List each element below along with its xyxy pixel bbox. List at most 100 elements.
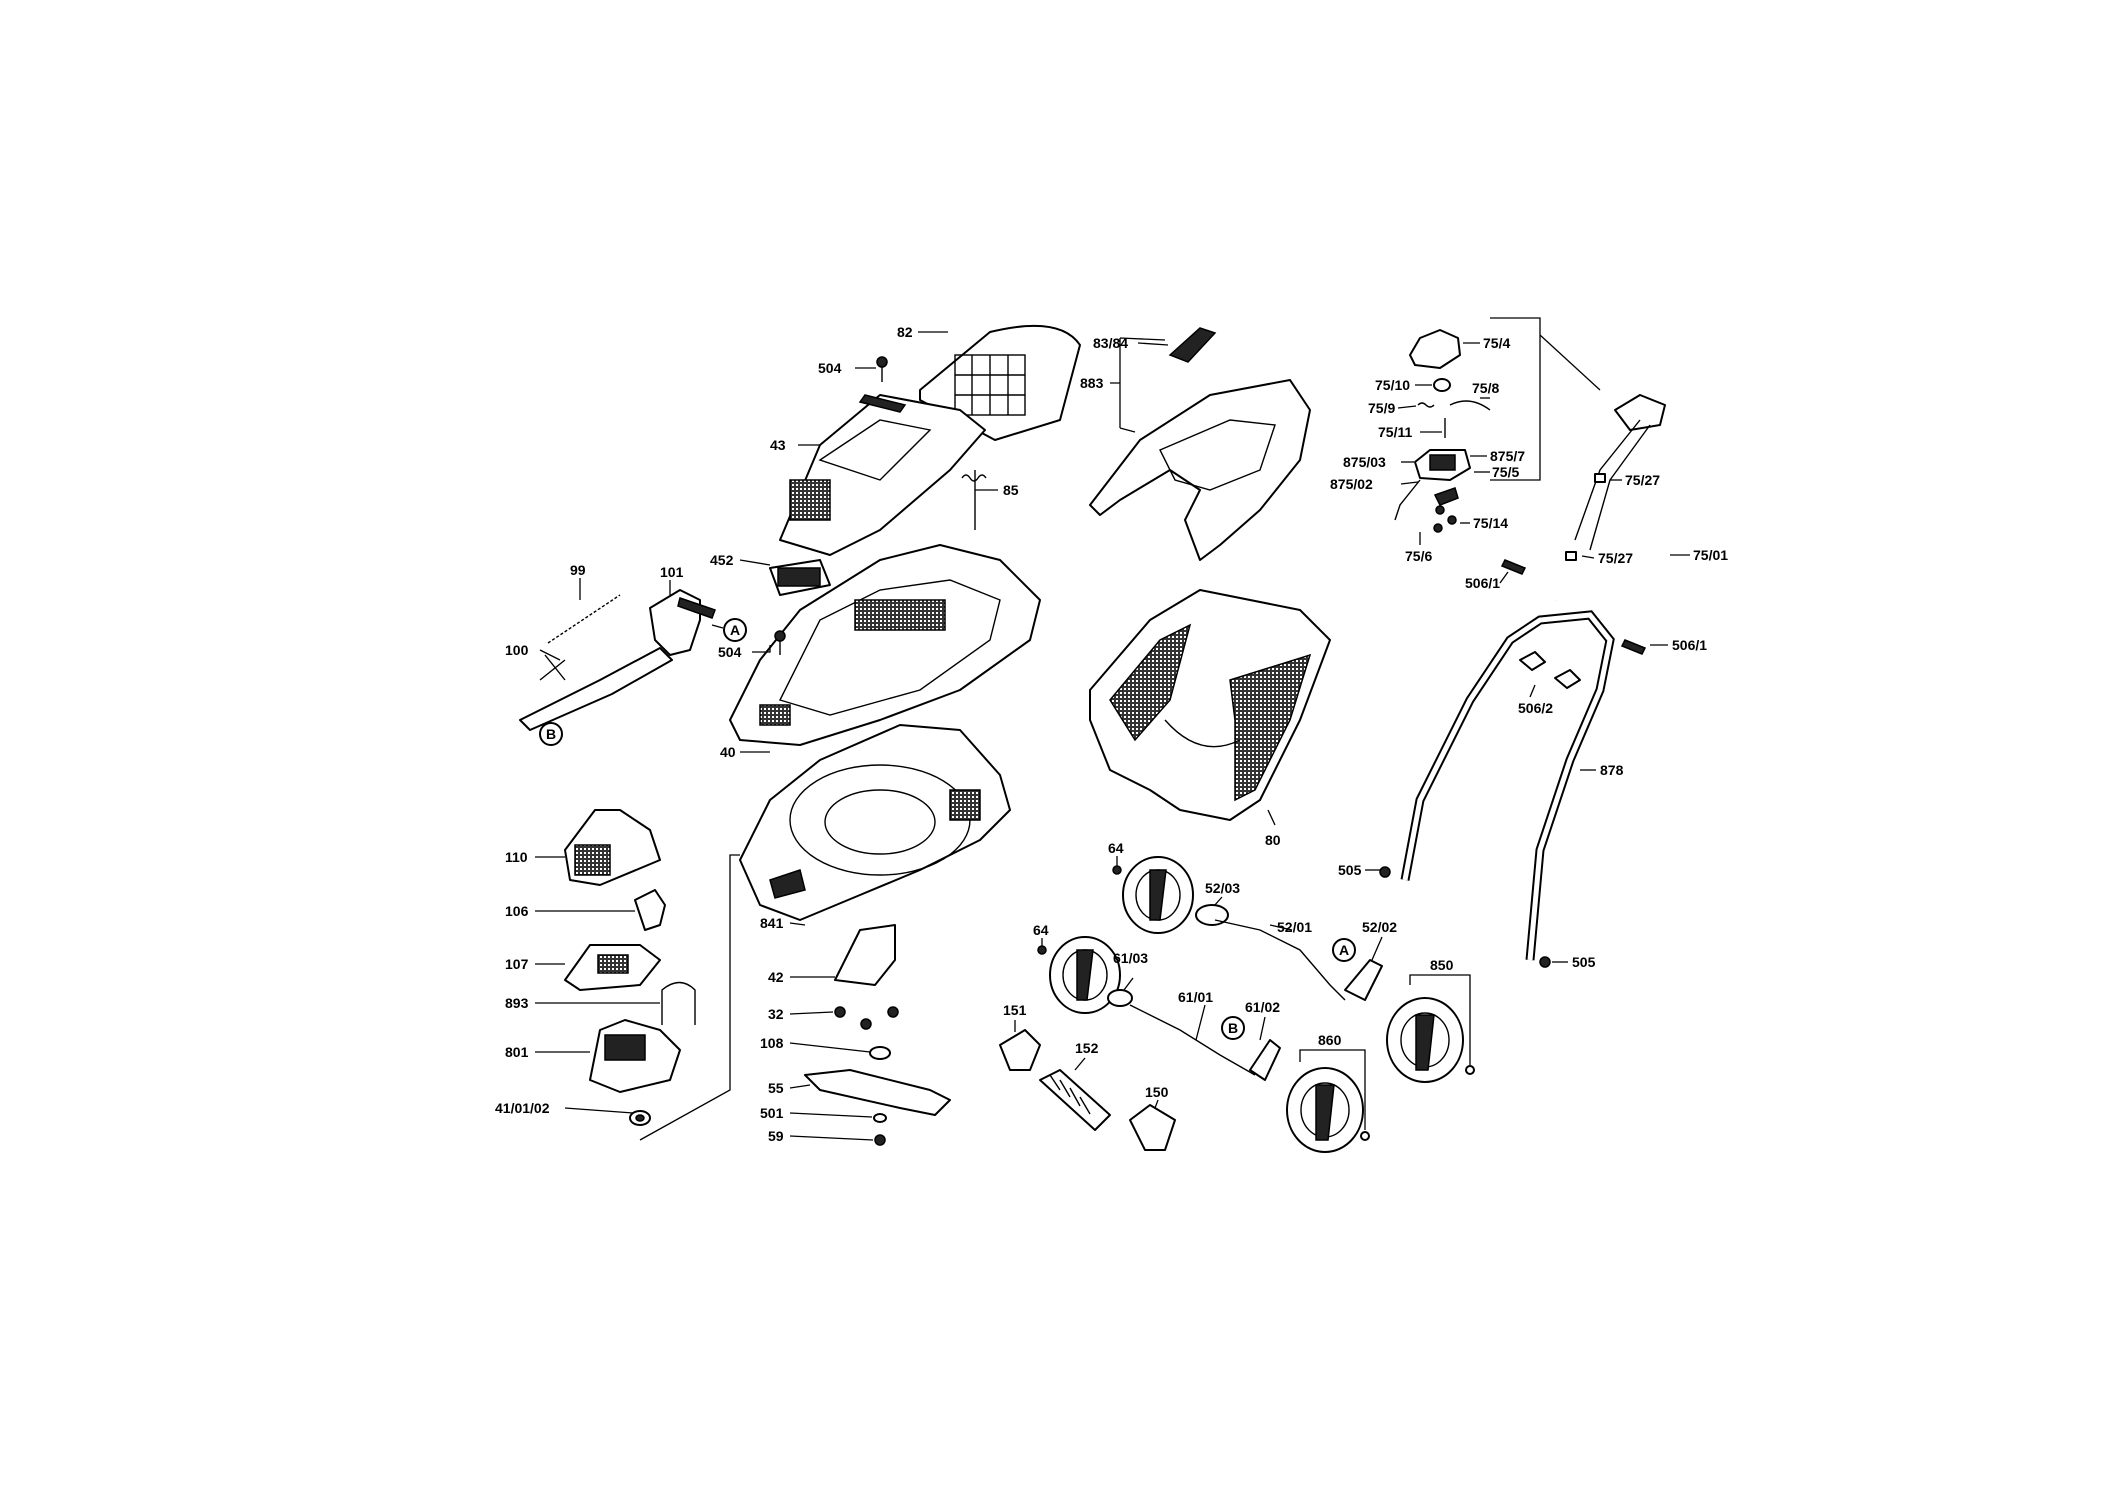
label-841: 841: [760, 915, 784, 931]
part-64-screw-front: [1037, 945, 1047, 955]
label-85: 85: [1003, 482, 1019, 498]
part-151-roller-cap: [999, 1029, 1041, 1071]
part-61-03-bush: [1107, 989, 1133, 1007]
label-501: 501: [760, 1105, 784, 1121]
part-875-7-housing: [1414, 449, 1471, 481]
wheel-rear-left: [1122, 856, 1194, 934]
part-labels: 82 504 43 85 452 504 40 99 101 100 110 1…: [495, 324, 1728, 1144]
part-878-lower-handle: [1400, 610, 1615, 961]
callout-a-axle: A: [1332, 938, 1356, 962]
part-506-1-bolt-b: [1620, 639, 1647, 655]
label-43: 43: [770, 437, 786, 453]
wheel-front-left: [1049, 936, 1121, 1014]
part-61-01-front-axle: [1129, 1004, 1256, 1076]
part-106-switch: [634, 889, 666, 931]
label-52-03: 52/03: [1205, 880, 1240, 896]
label-59: 59: [768, 1128, 784, 1144]
label-61-01: 61/01: [1178, 989, 1213, 1005]
part-504-screw-top: [876, 356, 888, 382]
part-64-screw-rear: [1112, 865, 1122, 875]
part-75-4-switch-cover: [1409, 329, 1461, 369]
part-860-wheel-set: [1360, 1131, 1370, 1141]
label-505-right: 505: [1572, 954, 1596, 970]
leader-75-group-to-handle: [1539, 334, 1601, 391]
label-506-1-upper: 506/1: [1465, 575, 1500, 591]
label-506-2: 506/2: [1518, 700, 1553, 716]
label-875-7: 875/7: [1490, 448, 1525, 464]
label-75-10: 75/10: [1375, 377, 1410, 393]
label-110: 110: [505, 849, 528, 865]
part-83-84-handle-grip: [1168, 327, 1217, 363]
part-506-2-knobs: [1519, 651, 1581, 689]
label-41-01-02: 41/01/02: [495, 1100, 550, 1116]
part-452-badge: [769, 559, 831, 596]
part-42-duct: [834, 924, 896, 986]
part-883-catcher-lid: [1089, 379, 1311, 561]
label-875-02: 875/02: [1330, 476, 1373, 492]
part-61-02-lever: [1249, 1039, 1281, 1081]
part-801-motor: [589, 1019, 681, 1093]
part-504-screw-chassis: [774, 630, 786, 655]
label-61-02: 61/02: [1245, 999, 1280, 1015]
label-108: 108: [760, 1035, 784, 1051]
part-841-deck: [739, 724, 1011, 921]
label-83-84: 83/84: [1093, 335, 1128, 351]
label-32: 32: [768, 1006, 784, 1022]
part-75-6-strain-relief: [1433, 487, 1459, 506]
label-64-front: 64: [1033, 922, 1049, 938]
wheel-front-right: [1386, 997, 1464, 1083]
part-52-03-bush: [1195, 904, 1229, 926]
label-75-4: 75/4: [1483, 335, 1510, 351]
label-505-left: 505: [1338, 862, 1362, 878]
label-893: 893: [505, 995, 529, 1011]
label-506-1-lower: 506/1: [1672, 637, 1707, 653]
part-41-01-02-bearing: [629, 1110, 651, 1126]
label-152: 152: [1075, 1040, 1099, 1056]
part-107-plate: [564, 944, 661, 991]
label-875-03: 875/03: [1343, 454, 1386, 470]
label-80: 80: [1265, 832, 1281, 848]
label-107: 107: [505, 956, 529, 972]
label-75-11: 75/11: [1378, 424, 1412, 440]
part-875-02-cable: [1394, 479, 1421, 521]
label-42: 42: [768, 969, 784, 985]
label-801: 801: [505, 1044, 529, 1060]
part-80-grass-box: [1089, 589, 1331, 821]
part-501-washer: [873, 1113, 887, 1123]
svg-text:A: A: [1339, 942, 1349, 958]
label-100: 100: [505, 642, 529, 658]
label-504-top: 504: [818, 360, 842, 376]
label-82: 82: [897, 324, 913, 340]
label-75-01: 75/01: [1693, 547, 1728, 563]
label-101: 101: [660, 564, 684, 580]
label-75-27-lower: 75/27: [1598, 550, 1633, 566]
label-452: 452: [710, 552, 734, 568]
part-150-roller-end: [1129, 1104, 1176, 1151]
part-32-screws: [834, 1006, 899, 1030]
label-850: 850: [1430, 957, 1454, 973]
part-59-bolt: [874, 1134, 886, 1146]
label-64-rear: 64: [1108, 840, 1124, 856]
label-75-8: 75/8: [1472, 380, 1499, 396]
part-505-bolt-a: [1379, 866, 1391, 878]
label-860: 860: [1318, 1032, 1342, 1048]
part-75-10-clip: [1433, 378, 1451, 392]
callout-b-axle: B: [1221, 1016, 1245, 1040]
part-85-spring: [961, 470, 987, 530]
label-40: 40: [720, 744, 736, 760]
part-75-9-spring: [1417, 402, 1435, 408]
label-75-14: 75/14: [1473, 515, 1508, 531]
part-75-27-clip-b: [1565, 551, 1577, 561]
part-75-8-trigger: [1449, 400, 1491, 411]
part-99-spring: [547, 594, 621, 644]
label-504-chassis: 504: [718, 644, 742, 660]
label-61-03: 61/03: [1113, 950, 1148, 966]
label-75-27-upper: 75/27: [1625, 472, 1660, 488]
label-883: 883: [1080, 375, 1104, 391]
part-75-01-upper-handle: [1552, 392, 1773, 642]
label-150: 150: [1145, 1084, 1169, 1100]
svg-text:B: B: [546, 726, 556, 742]
part-850-wheel-set: [1465, 1065, 1475, 1075]
label-55: 55: [768, 1080, 784, 1096]
callout-b-top: B: [539, 722, 563, 746]
